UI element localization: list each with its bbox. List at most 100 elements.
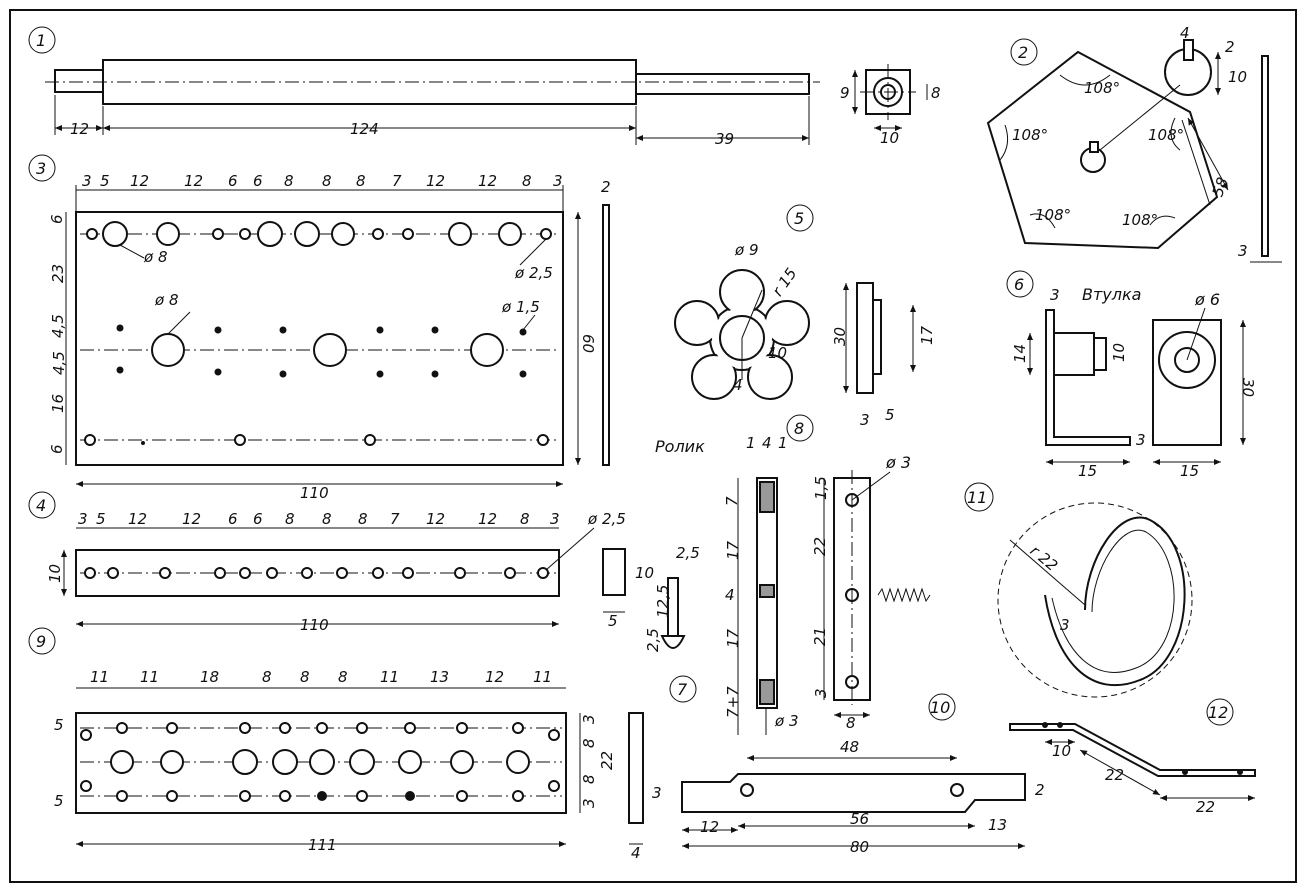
dim-10: 10 xyxy=(46,564,64,583)
pentagon-side-view xyxy=(1261,55,1269,257)
top-dim: 11 xyxy=(90,668,109,686)
right-dim: 8 xyxy=(580,774,598,784)
dim-3: 3 xyxy=(652,784,662,802)
dim-12: 12 xyxy=(70,120,89,138)
spring xyxy=(877,587,931,603)
top-dim: 3 xyxy=(78,510,88,528)
dim-3: 3 xyxy=(860,411,870,429)
dim-124: 124 xyxy=(350,120,379,138)
strip-outline xyxy=(75,549,560,597)
part-number-circle xyxy=(1206,698,1234,726)
part-number: 3 xyxy=(36,159,46,178)
dia-6: ø 6 xyxy=(1194,290,1220,309)
spring-coil xyxy=(1044,516,1186,686)
dia-8-mid: ø 8 xyxy=(154,291,179,309)
part-number-circle xyxy=(28,26,56,54)
dia-3: ø 3 xyxy=(774,712,799,730)
top-dim: 11 xyxy=(380,668,399,686)
dim-10: 10 xyxy=(1228,68,1247,86)
dim-2: 2 xyxy=(1035,781,1045,799)
part-number-circle xyxy=(28,491,56,519)
dim-1b: 1 xyxy=(778,434,788,452)
top-dim: 8 xyxy=(285,510,295,528)
top-dim: 12 xyxy=(485,668,504,686)
part-10-bar: 48 2 12 56 13 80 10 xyxy=(681,693,1045,856)
dim-5: 5 xyxy=(885,406,895,424)
angle-top: 108° xyxy=(1084,79,1120,97)
rolik-label: Ролик xyxy=(655,437,705,456)
pin-block xyxy=(602,548,626,596)
part-number-circle xyxy=(28,154,56,182)
dim-17: 17 xyxy=(918,325,936,345)
dim-8: 8 xyxy=(931,84,941,102)
bushing xyxy=(1053,332,1095,376)
dim-17-a: 17 xyxy=(724,540,742,560)
top-dim: 6 xyxy=(253,510,263,528)
top-dim: 3 xyxy=(550,510,560,528)
dim-15: 15 xyxy=(1078,462,1097,480)
top-dim: 12 xyxy=(426,510,445,528)
top-dim: 8 xyxy=(522,172,532,190)
part-8-roller: 8 Ролик 1 4 1 7 17 4 17 7+7 ø 3 ø 3 1,5 … xyxy=(655,414,931,735)
plate-outline xyxy=(75,211,564,466)
part-number-circle xyxy=(28,627,56,655)
left-dim: 4,5 xyxy=(50,351,68,375)
right-dim: 3 xyxy=(580,714,598,724)
dim-9: 9 xyxy=(840,84,850,102)
part-number: 11 xyxy=(967,488,987,507)
top-dim: 8 xyxy=(520,510,530,528)
bar-outline xyxy=(681,773,1026,813)
part-number: 7 xyxy=(677,680,688,699)
dim-60: 60 xyxy=(579,334,597,353)
dim-15-b: 15 xyxy=(1180,462,1199,480)
dim-2-5-top: 2,5 xyxy=(676,544,700,562)
shaft-right-end xyxy=(635,73,810,95)
top-dim: 11 xyxy=(140,668,159,686)
part-number-circle xyxy=(1006,270,1034,298)
top-dim: 12 xyxy=(184,172,203,190)
dim-5: 5 xyxy=(608,612,618,630)
dim-48: 48 xyxy=(840,738,859,756)
part-6-bracket: 6 3 Втулка 14 10 15 3 ø 6 30 15 xyxy=(1006,270,1257,480)
dim-10: 10 xyxy=(880,129,899,147)
bracket-angle xyxy=(1045,309,1131,446)
dim-22-b: 22 xyxy=(1196,798,1215,816)
top-dim: 12 xyxy=(130,172,149,190)
dim-3-b: 3 xyxy=(1136,431,1146,449)
dim-10: 10 xyxy=(635,564,654,582)
part-1-shaft: 1 12 124 39 9 8 10 xyxy=(28,26,941,148)
left-dim: 4,5 xyxy=(49,314,67,338)
part-number: 6 xyxy=(1014,275,1024,294)
dim-58: 58 xyxy=(1208,175,1231,199)
dim-110: 110 xyxy=(300,484,329,502)
angle-bottom-left: 108° xyxy=(1035,206,1071,224)
top-dim: 8 xyxy=(356,172,366,190)
vtulka-label: Втулка xyxy=(1082,285,1141,304)
dim-10: 10 xyxy=(768,344,787,362)
part-4-strip: 4 3 5 12 12 6 6 8 8 8 7 12 12 8 3 ø 2,5 … xyxy=(28,491,626,634)
dim-4: 4 xyxy=(733,376,743,394)
dim-4: 4 xyxy=(631,844,641,862)
part-3-plate: 3 3 5 12 12 6 6 8 8 8 7 12 12 8 3 2 6 23… xyxy=(28,154,611,502)
dim-10: 10 xyxy=(1052,742,1071,760)
dim-4: 4 xyxy=(1180,24,1190,42)
top-dim: 8 xyxy=(284,172,294,190)
dim-2: 2 xyxy=(1225,38,1235,56)
dim-7: 7 xyxy=(723,496,741,506)
top-dim: 6 xyxy=(228,510,238,528)
roller-bar xyxy=(756,477,778,709)
bracket-front-view xyxy=(1152,319,1222,446)
dim-7-7: 7+7 xyxy=(724,686,742,718)
dia-2-5: ø 2,5 xyxy=(514,264,553,282)
top-dim: 5 xyxy=(96,510,106,528)
dim-56: 56 xyxy=(850,810,869,828)
dim-2-5-bottom: 2,5 xyxy=(644,628,662,652)
dim-12-5: 12,5 xyxy=(654,585,672,618)
left-dim: 6 xyxy=(48,214,66,224)
dia-9: ø 9 xyxy=(734,241,759,259)
shaft-left-end xyxy=(54,69,104,93)
part-11-spring: 11 r 22 3 xyxy=(964,482,1193,698)
top-dim: 7 xyxy=(390,510,400,528)
dim-30: 30 xyxy=(831,327,849,346)
top-dim: 18 xyxy=(200,668,219,686)
